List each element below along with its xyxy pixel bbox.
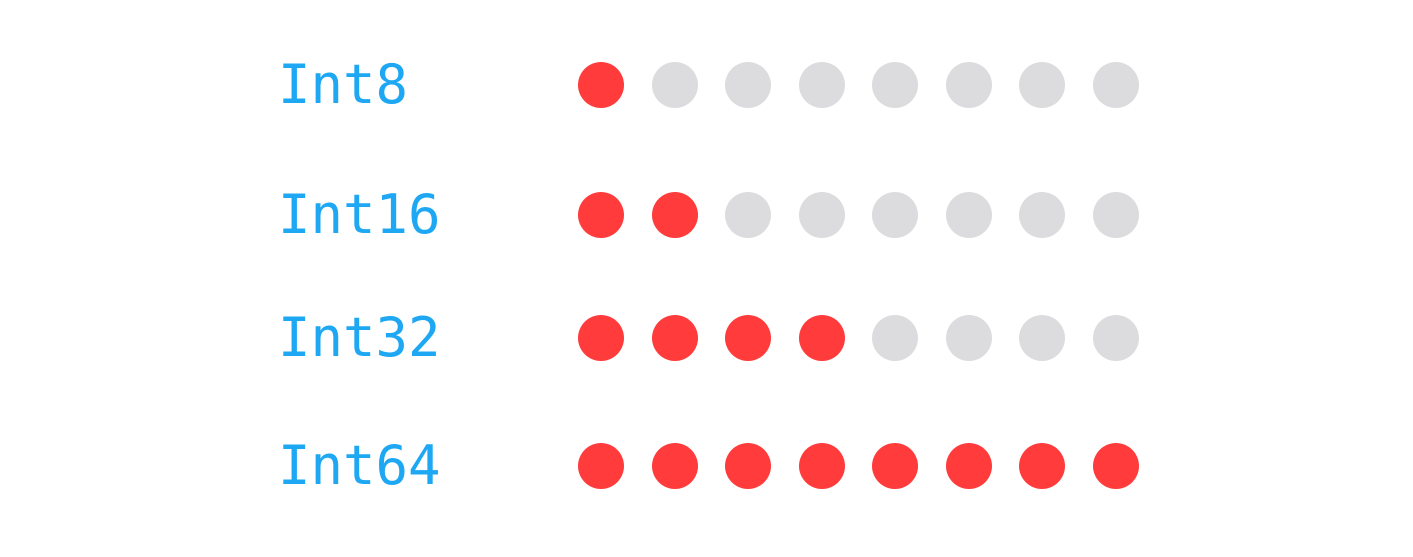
filled-dot [651, 315, 698, 361]
filled-dot [725, 315, 771, 361]
empty-dot [1092, 62, 1139, 108]
empty-dot [1019, 315, 1065, 361]
byte-dots [578, 443, 1139, 489]
row-int64: Int64 [0, 436, 1413, 496]
empty-dot [945, 62, 992, 108]
empty-dot [872, 62, 918, 108]
empty-dot [798, 62, 845, 108]
filled-dot [872, 443, 918, 489]
empty-dot [725, 62, 771, 108]
empty-dot [1019, 62, 1065, 108]
filled-dot [578, 315, 624, 361]
empty-dot [725, 192, 771, 238]
empty-dot [1092, 315, 1139, 361]
byte-dots [578, 192, 1139, 238]
filled-dot [725, 443, 771, 489]
filled-dot [945, 443, 992, 489]
row-int16: Int16 [0, 185, 1413, 245]
empty-dot [651, 62, 698, 108]
empty-dot [1019, 192, 1065, 238]
type-label: Int16 [278, 183, 441, 246]
empty-dot [945, 315, 992, 361]
empty-dot [872, 315, 918, 361]
byte-dots [578, 315, 1139, 361]
row-int8: Int8 [0, 55, 1413, 115]
type-label: Int64 [278, 434, 441, 497]
type-label: Int32 [278, 306, 441, 369]
filled-dot [578, 443, 624, 489]
filled-dot [578, 62, 624, 108]
filled-dot [651, 192, 698, 238]
empty-dot [945, 192, 992, 238]
filled-dot [1019, 443, 1065, 489]
filled-dot [798, 443, 845, 489]
row-int32: Int32 [0, 308, 1413, 368]
filled-dot [1092, 443, 1139, 489]
empty-dot [1092, 192, 1139, 238]
filled-dot [798, 315, 845, 361]
type-label: Int8 [278, 53, 409, 116]
empty-dot [872, 192, 918, 238]
byte-dots [578, 62, 1139, 108]
empty-dot [798, 192, 845, 238]
filled-dot [578, 192, 624, 238]
filled-dot [651, 443, 698, 489]
